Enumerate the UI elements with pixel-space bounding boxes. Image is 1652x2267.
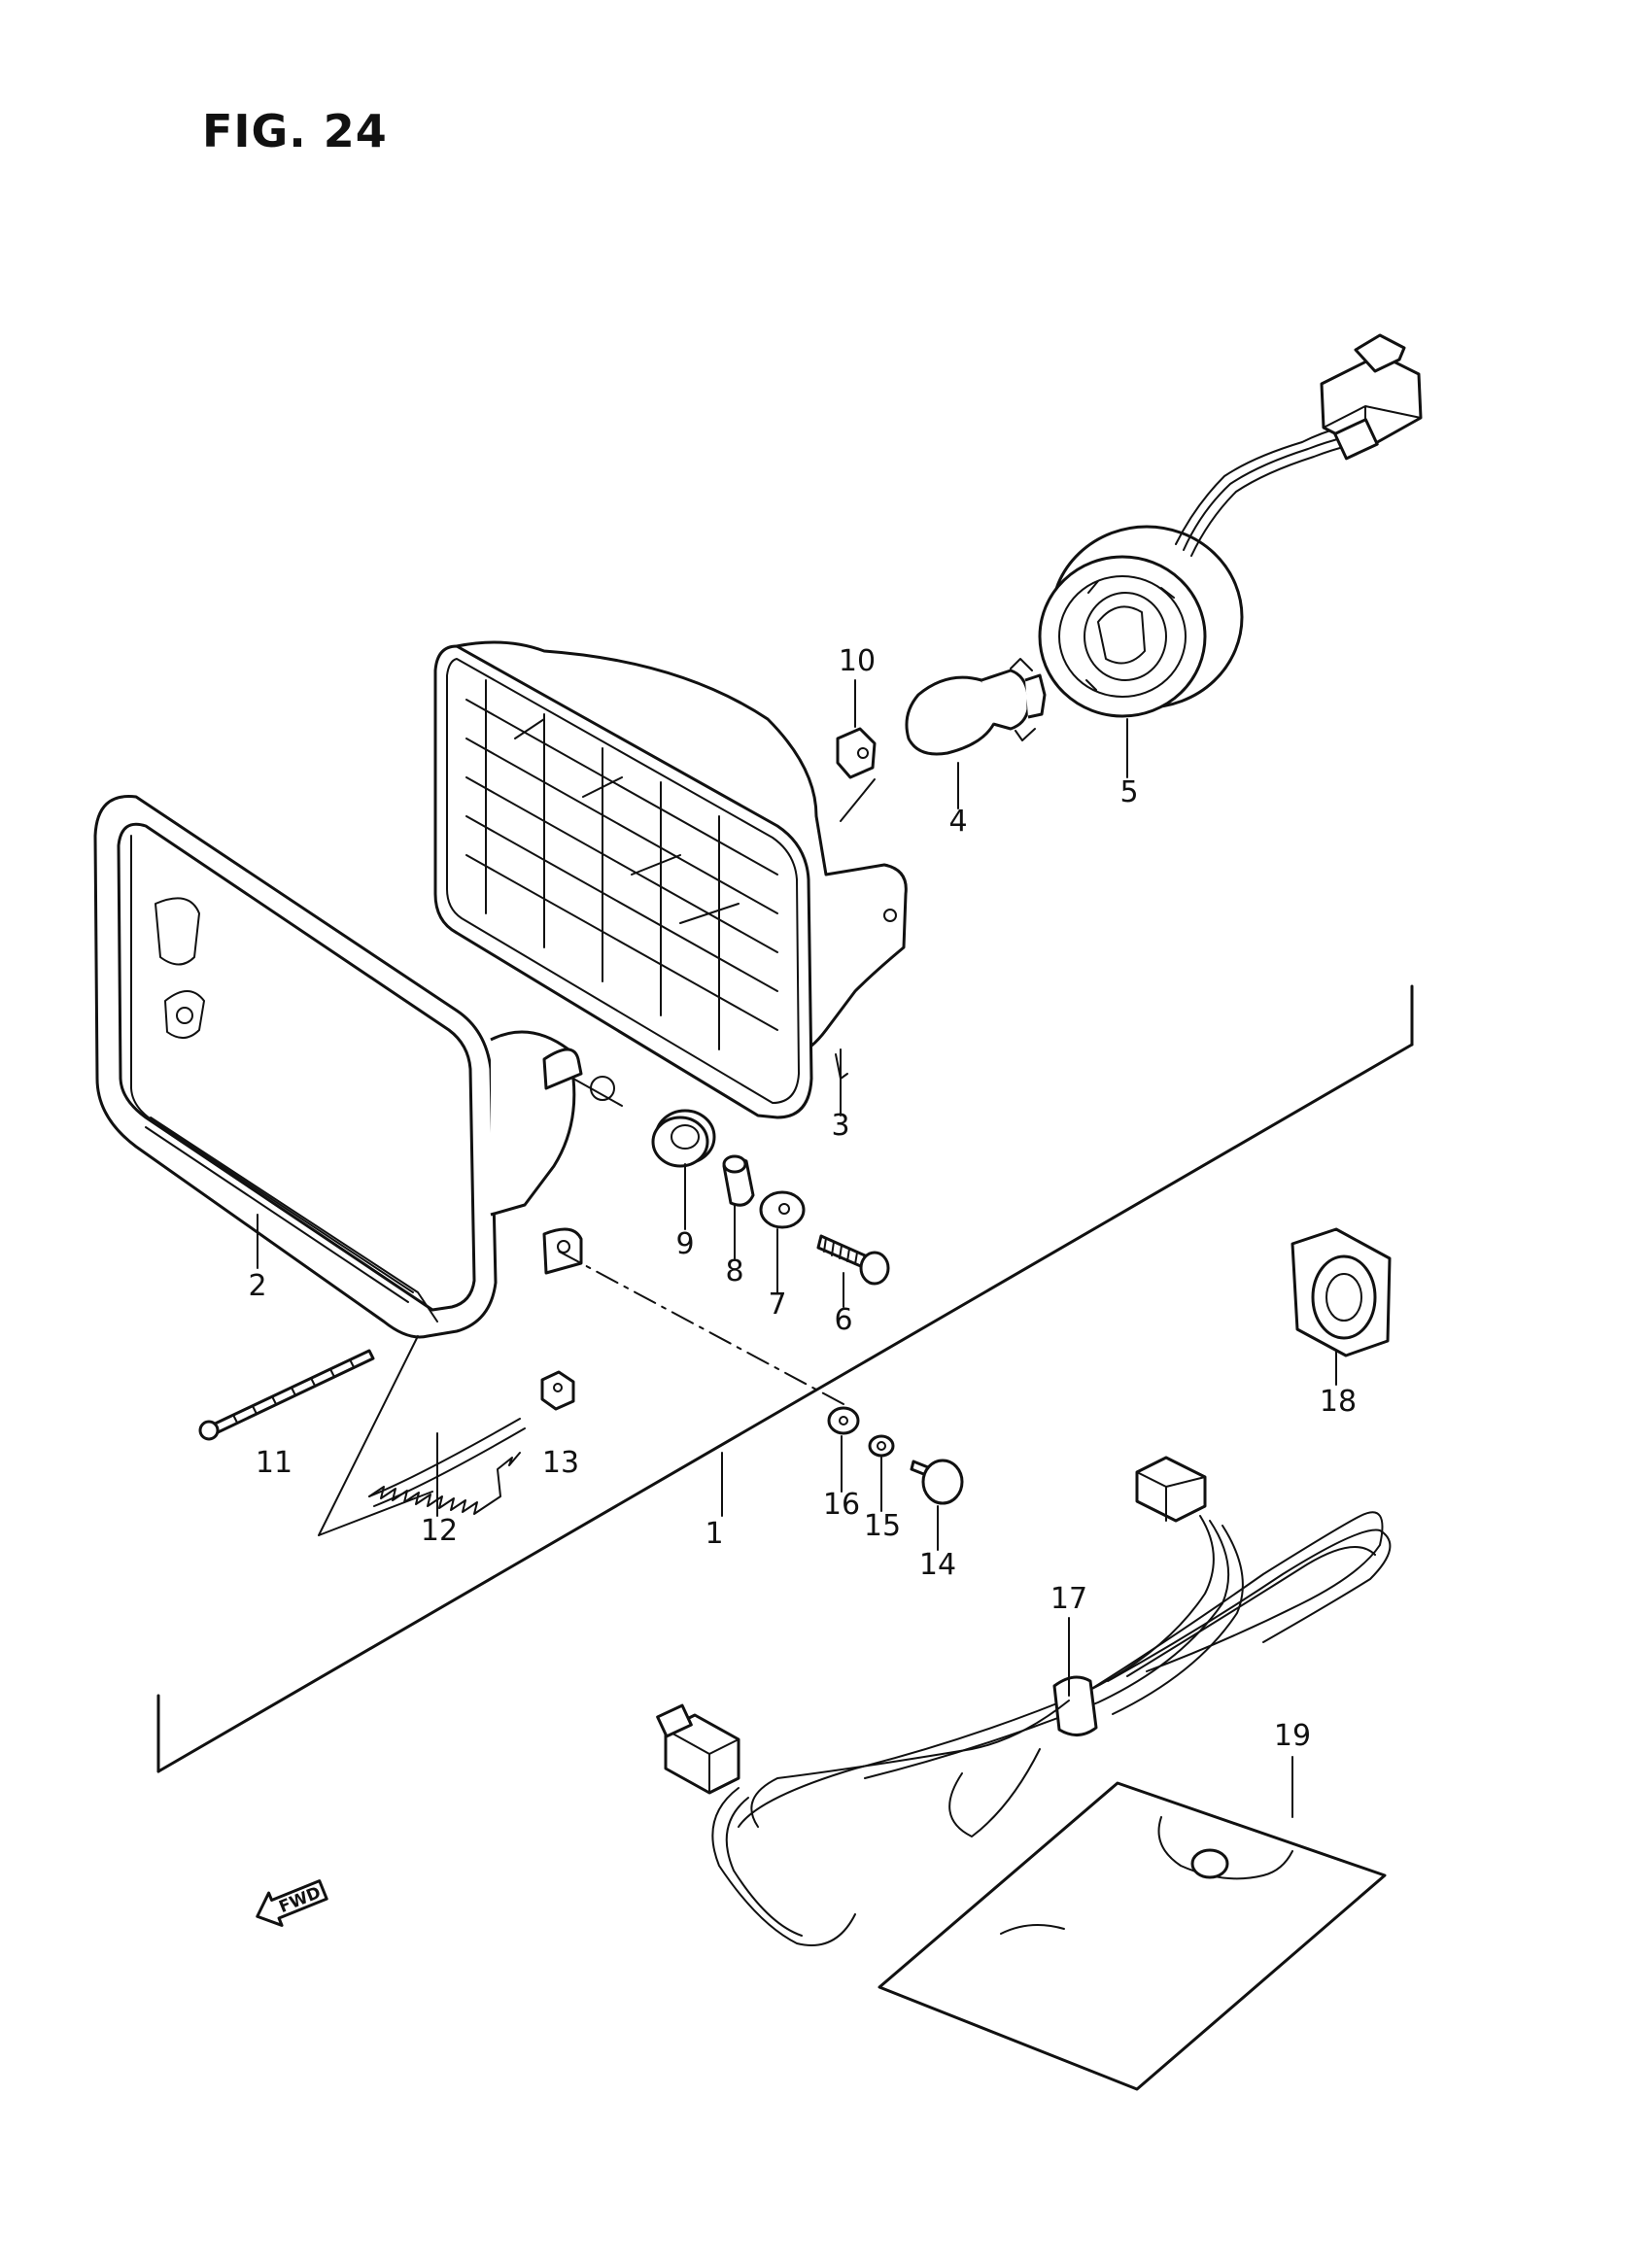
headlight-unit [433, 640, 908, 1119]
callout-5: 5 [1119, 775, 1138, 809]
grommet-18 [1291, 1227, 1392, 1357]
callout-labels: 1 2 3 4 5 6 7 8 9 10 11 12 13 14 15 16 1… [248, 644, 1357, 1753]
leader-lines [257, 679, 1337, 1818]
callout-15: 15 [864, 1509, 901, 1543]
callout-1: 1 [705, 1517, 723, 1551]
spring-12 [368, 1418, 526, 1515]
callout-18: 18 [1320, 1385, 1357, 1419]
callout-17: 17 [1050, 1582, 1087, 1616]
figure-title: FIG. 24 [202, 105, 388, 157]
bulb [905, 658, 1047, 756]
collar-8 [722, 1154, 755, 1207]
lock-washer-15 [868, 1434, 895, 1458]
callout-2: 2 [248, 1269, 266, 1303]
callout-14: 14 [919, 1548, 956, 1582]
screw-6 [816, 1234, 890, 1286]
callout-6: 6 [834, 1303, 852, 1337]
nut-13 [540, 1370, 575, 1411]
wiring-harness [656, 1456, 1392, 1946]
nut-10 [836, 727, 877, 779]
callout-11: 11 [256, 1446, 293, 1480]
screw-14 [910, 1459, 964, 1505]
washer-16 [827, 1406, 860, 1435]
assembly-bracket [156, 984, 1414, 1773]
headlight-bezel [93, 795, 615, 1339]
callout-19: 19 [1274, 1719, 1311, 1753]
screw-11 [198, 1349, 375, 1441]
washer-7 [759, 1190, 806, 1229]
callout-4: 4 [948, 805, 967, 839]
socket-assembly [1038, 333, 1423, 718]
callout-7: 7 [768, 1288, 786, 1322]
callout-12: 12 [421, 1514, 458, 1548]
grommet-9 [651, 1109, 716, 1168]
fwd-direction-arrow: FWD [256, 1879, 328, 1927]
callout-10: 10 [839, 644, 876, 678]
callout-8: 8 [725, 1254, 743, 1288]
callout-9: 9 [675, 1227, 694, 1261]
callout-16: 16 [823, 1488, 860, 1522]
callout-13: 13 [542, 1446, 579, 1480]
callout-3: 3 [831, 1109, 849, 1143]
parts-bag [878, 1781, 1387, 2091]
